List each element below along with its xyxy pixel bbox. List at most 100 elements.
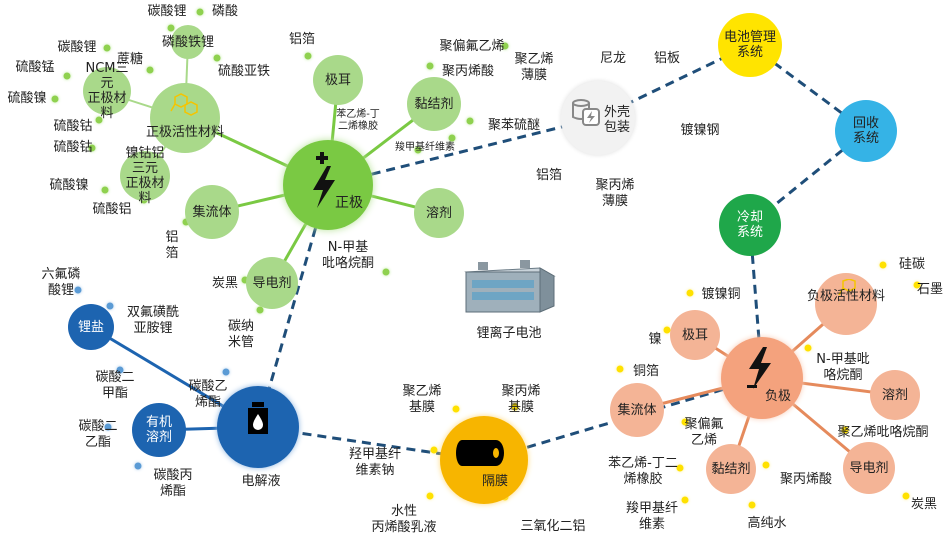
battery-label: 锂离子电池 [476, 326, 542, 341]
raw-aluminum-sulfate: 硫酸铝 [92, 202, 132, 217]
separator-acrylic: 水性 丙烯酸乳液 [371, 504, 437, 535]
cathode-active-material-node[interactable]: 正极活性材料 [146, 83, 224, 153]
ncm-label: NCM三元 正极材料 [85, 61, 129, 121]
anode-sbr: 苯乙烯-丁二 烯橡胶 [608, 456, 678, 487]
anode-ni-copper: 镀镍铜 [701, 287, 741, 302]
lfp-label: 磷酸铁锂 [162, 34, 215, 50]
anode-conductive-node[interactable]: 导电剂 [843, 442, 895, 494]
electrolyte-node[interactable] [217, 386, 299, 468]
cathode-conductive-node[interactable]: 导电剂 [246, 257, 298, 309]
film-roll-icon [456, 440, 504, 466]
anode-tab-node[interactable]: 极耳 [670, 310, 720, 360]
nca-node[interactable]: 镍钴铝三元 正极材料 [120, 146, 170, 206]
cathode-pvdf: 聚偏氟乙烯 [439, 39, 505, 54]
shell-ni-steel: 镀镍钢 [680, 123, 720, 138]
cathode-al-foil-tab: 铝箔 [288, 32, 316, 47]
cathode-nmp: N-甲基 吡咯烷酮 [321, 240, 375, 271]
anode-carbon-black: 炭黑 [910, 497, 938, 512]
cathode-cnt: 碳纳 米管 [227, 319, 255, 350]
electrolyte-lifsi: 双氟磺酰 亚胺锂 [126, 305, 180, 336]
raw-nickel-sulfate-1: 硫酸镍 [7, 91, 47, 106]
cathode-tab-node[interactable]: 极耳 [313, 55, 363, 105]
shell-pp-film: 聚丙烯 薄膜 [595, 178, 635, 209]
shell-nylon: 尼龙 [599, 51, 627, 66]
lithium-battery-icon [464, 260, 556, 313]
organic-solvent-label: 有机 溶剂 [145, 415, 172, 445]
raw-lithium-carbonate-2: 碳酸锂 [57, 40, 97, 55]
raw-ferrous-sulfate: 硫酸亚铁 [217, 64, 271, 79]
raw-phosphoric-acid: 磷酸 [211, 4, 239, 19]
anode-active-material-node[interactable]: 负极活性材料 [807, 273, 885, 335]
cathode-paa: 聚丙烯酸 [441, 64, 495, 79]
electrolyte-title: 电解液 [241, 474, 281, 489]
anode-collector-node[interactable]: 集流体 [610, 383, 664, 437]
raw-cobalt-sulfate-1: 硫酸钴 [53, 119, 93, 134]
shell-title: 外壳 包装 [604, 105, 631, 135]
raw-lithium-carbonate-1: 碳酸锂 [147, 4, 187, 19]
anode-nmp: N-甲基吡 咯烷酮 [816, 352, 870, 383]
anode-binder-label: 黏结剂 [711, 461, 751, 477]
anode-pure-water: 高纯水 [747, 516, 787, 531]
cathode-sbr: 苯乙烯-丁 二烯橡胶 [336, 109, 380, 132]
link-cathode-electrolyte [256, 184, 330, 428]
separator-title: 隔膜 [482, 474, 509, 489]
anode-title: 负极 [765, 389, 792, 404]
raw-sucrose: 蔗糖 [116, 52, 144, 67]
cathode-carbon-black: 炭黑 [211, 276, 239, 291]
cathode-title: 正极 [335, 195, 363, 211]
anode-silicon-carbon: 硅碳 [898, 257, 926, 272]
anode-tab-label: 极耳 [681, 327, 708, 343]
link-cathode-shell [327, 116, 599, 187]
cathode-solvent-node[interactable]: 溶剂 [414, 188, 464, 238]
nca-label: 镍钴铝三元 正极材料 [125, 146, 165, 206]
lithium-salt-node[interactable]: 锂盐 [68, 304, 114, 350]
hexagon-molecule-icon [170, 93, 198, 116]
lfp-node[interactable]: 磷酸铁锂 [162, 25, 214, 59]
anode-graphite: 石墨 [916, 282, 944, 297]
cathode-node[interactable]: 正极 [283, 140, 373, 230]
anode-paa: 聚丙烯酸 [779, 472, 833, 487]
cathode-tab-label: 极耳 [324, 72, 351, 88]
cooling-label: 冷却 系统 [736, 210, 763, 240]
electrolyte-ec: 碳酸乙 烯酯 [188, 379, 228, 410]
anode-node[interactable]: 负极 [721, 337, 803, 419]
separator-cmc-na: 羟甲基纤 维素钠 [348, 447, 402, 478]
separator-pp: 聚丙烯 基膜 [501, 384, 541, 415]
electrolyte-dec: 碳酸二 乙酯 [78, 419, 118, 450]
separator-node[interactable]: 隔膜 [440, 416, 528, 504]
anode-solvent-node[interactable]: 溶剂 [870, 370, 920, 420]
hexagon-molecule-icon [838, 279, 856, 296]
cathode-collector-node[interactable]: 集流体 [185, 185, 239, 239]
cathode-active-material-label: 正极活性材料 [145, 125, 225, 140]
cooling-node[interactable]: 冷却 系统 [719, 194, 781, 256]
cathode-conductive-label: 导电剂 [252, 275, 292, 291]
cathode-binder-node[interactable]: 黏结剂 [407, 77, 461, 131]
cathode-cmc: 羧甲基纤维素 [395, 142, 455, 153]
anode-collector-label: 集流体 [617, 402, 657, 418]
separator-pe: 聚乙烯 基膜 [402, 384, 442, 415]
link-separator-anode [483, 376, 763, 462]
raw-cobalt-sulfate-2: 硫酸钴 [53, 140, 93, 155]
raw-manganese-sulfate: 硫酸锰 [15, 60, 55, 75]
anode-binder-node[interactable]: 黏结剂 [706, 444, 756, 494]
battery-bolt-icon [747, 347, 771, 389]
anode-nickel: 镍 [648, 332, 662, 347]
anode-copper-foil: 铜箔 [632, 364, 660, 379]
shell-node[interactable]: 外壳 包装 [561, 81, 635, 155]
anode-solvent-label: 溶剂 [881, 387, 908, 403]
bottle-droplet-icon [248, 402, 268, 434]
shell-al-plate: 铝板 [653, 51, 681, 66]
ncm-node[interactable]: NCM三元 正极材料 [83, 61, 131, 121]
bms-label: 电池管理 系统 [723, 30, 776, 60]
cathode-binder-label: 黏结剂 [414, 96, 454, 112]
shell-pps: 聚苯硫醚 [487, 118, 541, 133]
shell-pe-film: 聚乙烯 薄膜 [514, 52, 554, 83]
anode-cmc: 羧甲基纤 维素 [625, 501, 679, 532]
recycle-node[interactable]: 回收 系统 [835, 100, 897, 162]
bms-node[interactable]: 电池管理 系统 [718, 13, 782, 77]
electrolyte-pc: 碳酸丙 烯酯 [153, 468, 193, 499]
anode-pvp: 聚乙烯吡咯烷酮 [837, 425, 929, 440]
anode-pvdf: 聚偏氟 乙烯 [684, 417, 724, 448]
organic-solvent-node[interactable]: 有机 溶剂 [132, 403, 186, 457]
